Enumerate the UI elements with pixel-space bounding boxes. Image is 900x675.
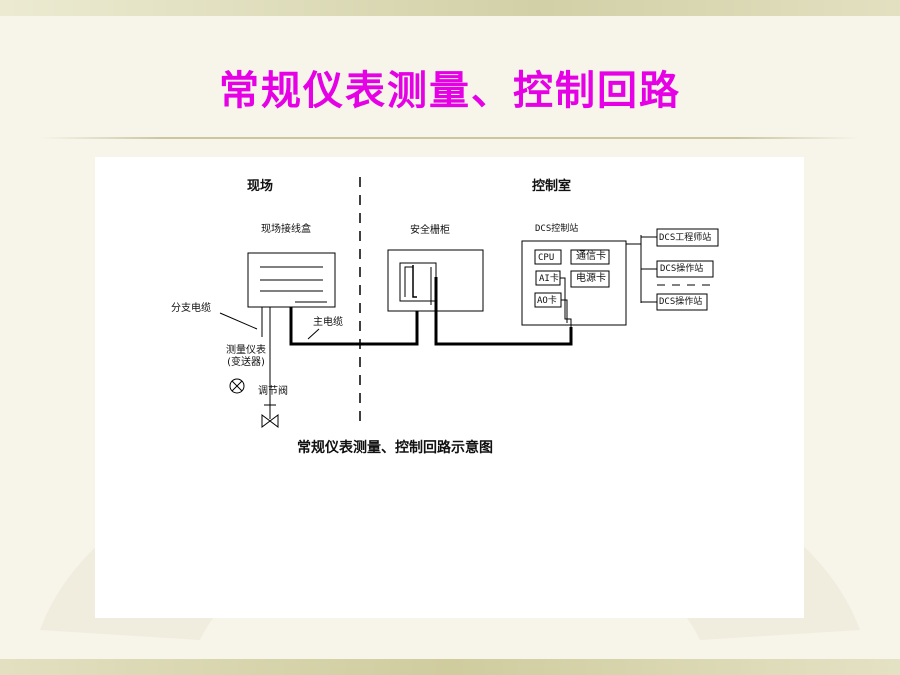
branch-label-leader	[219, 312, 258, 330]
main-cable-label: 主电缆	[313, 317, 343, 328]
comm-card	[570, 249, 610, 265]
operator-station-box-2	[656, 293, 708, 311]
cpu-card	[534, 249, 562, 265]
loop-diagram	[219, 177, 719, 428]
top-decor-band	[0, 0, 900, 16]
zone-field-label: 现场	[247, 179, 274, 194]
engineer-station-label: DCS工程师站	[659, 233, 712, 243]
operator-station-box-1	[656, 260, 714, 278]
power-card	[570, 270, 610, 288]
power-card-label: 电源卡	[576, 273, 606, 284]
engineer-station-box	[656, 228, 719, 247]
main-cable-leader	[307, 328, 320, 340]
slide-title: 常规仪表测量、控制回路	[219, 67, 681, 114]
zone-control-room-label: 控制室	[532, 179, 572, 194]
operator-station-label-1: DCS操作站	[660, 264, 704, 274]
instrument-label: 测量仪表 (变送器)	[221, 345, 271, 369]
bottom-decor-band	[0, 659, 900, 675]
operator-station-label-2: DCS操作站	[659, 297, 703, 307]
title-divider	[40, 137, 860, 139]
instrument-label-line1: 测量仪表	[226, 345, 266, 356]
dcs-station-label: DCS控制站	[535, 224, 579, 234]
ao-card-label: AO卡	[537, 296, 557, 306]
barrier-cabinet-label: 安全栅柜	[410, 225, 450, 236]
instrument-label-line2: (变送器)	[227, 357, 265, 368]
valve-label: 调节阀	[258, 386, 288, 397]
main-cable	[289, 297, 419, 346]
branch-cable-label: 分支电缆	[171, 303, 211, 314]
valve-symbol	[261, 414, 271, 428]
comm-card-label: 通信卡	[576, 251, 606, 262]
cpu-card-label: CPU	[538, 253, 555, 263]
diagram-caption: 常规仪表测量、控制回路示意图	[297, 440, 493, 456]
junction-box-label: 现场接线盒	[261, 224, 311, 235]
ai-card-label: AI卡	[539, 274, 559, 284]
diagram-panel: 现场 控制室 现场接线盒 分支电缆 主电缆 测量仪表 (变送器) 调节阀 安全栅…	[95, 157, 804, 618]
